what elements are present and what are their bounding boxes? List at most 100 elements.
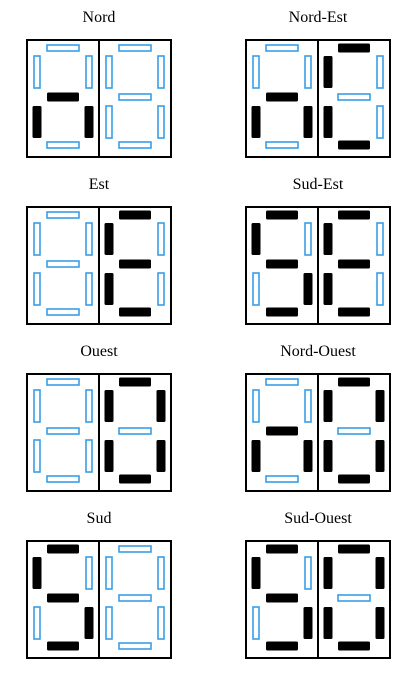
segment-top-right-off: [157, 222, 165, 256]
segment-top-left-off: [33, 389, 41, 423]
segment-middle-on: [119, 259, 151, 269]
segment-top-off: [46, 44, 80, 52]
seven-segment-digit: [323, 377, 385, 484]
panel-label: Sud-Est: [293, 176, 344, 193]
seven-segment-digit: [33, 211, 93, 316]
segment-bottom-left-on: [323, 273, 333, 305]
direction-panel: Sud-Ouest: [245, 510, 391, 659]
seven-segment-digit: [251, 44, 313, 149]
segment-bottom-off: [265, 141, 299, 149]
segment-top-right-off: [85, 389, 93, 423]
seven-segment-digit: [104, 377, 166, 484]
segment-top-left-on: [323, 56, 333, 88]
segment-bottom-on: [338, 474, 370, 484]
segment-top-left-on: [323, 223, 333, 255]
segment-bottom-on: [266, 641, 298, 651]
segment-bottom-off: [265, 475, 299, 483]
seven-segment-digit: [251, 378, 313, 483]
segment-bottom-right-off: [376, 272, 384, 306]
segment-bottom-on: [338, 140, 370, 150]
panel-label: Ouest: [80, 343, 118, 360]
segment-middle-on: [266, 426, 298, 436]
segment-top-on: [266, 544, 298, 554]
segment-bottom-right-off: [85, 439, 93, 473]
segment-bottom-left-off: [105, 606, 113, 640]
segment-top-on: [338, 377, 370, 387]
segment-top-on: [338, 210, 370, 220]
segment-bottom-left-off: [252, 606, 260, 640]
seven-segment-digit: [104, 210, 165, 317]
segment-middle-on: [47, 593, 79, 603]
segment-middle-on: [338, 259, 370, 269]
segment-top-on: [47, 544, 79, 554]
seven-segment-digit: [323, 544, 385, 651]
segment-bottom-right-off: [157, 105, 165, 139]
segment-bottom-right-on: [84, 607, 94, 639]
segment-top-off: [118, 545, 152, 553]
segment-bottom-right-on: [84, 106, 94, 138]
segment-top-right-off: [157, 556, 165, 590]
direction-panel: Nord-Ouest: [245, 343, 391, 492]
panel-label: Sud-Ouest: [284, 510, 352, 527]
segment-top-right-off: [85, 55, 93, 89]
segment-top-left-off: [33, 222, 41, 256]
direction-panel: Nord: [26, 9, 172, 158]
segment-bottom-left-off: [252, 272, 260, 306]
segment-top-right-on: [375, 557, 385, 589]
segment-top-on: [119, 377, 151, 387]
segment-middle-off: [118, 427, 152, 435]
segment-bottom-on: [338, 641, 370, 651]
segment-bottom-off: [118, 141, 152, 149]
segment-bottom-left-on: [323, 106, 333, 138]
segment-top-right-off: [376, 222, 384, 256]
segment-middle-off: [46, 427, 80, 435]
segment-bottom-left-off: [33, 606, 41, 640]
segment-top-right-on: [156, 390, 166, 422]
segment-bottom-right-off: [157, 606, 165, 640]
segment-bottom-right-off: [376, 105, 384, 139]
segment-bottom-on: [47, 641, 79, 651]
segment-middle-off: [118, 93, 152, 101]
segment-top-off: [265, 378, 299, 386]
segment-bottom-left-on: [104, 273, 114, 305]
segment-top-right-off: [85, 556, 93, 590]
segment-bottom-on: [119, 307, 151, 317]
segment-bottom-left-off: [105, 105, 113, 139]
segment-bottom-on: [338, 307, 370, 317]
direction-panel: Sud-Est: [245, 176, 391, 325]
panel-label: Est: [89, 176, 110, 193]
segment-bottom-off: [46, 475, 80, 483]
seven-segment-digit: [251, 544, 313, 651]
segment-bottom-right-on: [375, 440, 385, 472]
segment-bottom-left-on: [32, 106, 42, 138]
segment-bottom-left-on: [104, 440, 114, 472]
segment-bottom-off: [46, 308, 80, 316]
segment-bottom-off: [118, 642, 152, 650]
segment-top-left-on: [323, 557, 333, 589]
segment-bottom-right-on: [303, 440, 313, 472]
segment-bottom-left-on: [251, 440, 261, 472]
segment-top-right-off: [304, 55, 312, 89]
segment-top-off: [46, 378, 80, 386]
panel-label: Nord-Est: [289, 9, 348, 26]
segment-top-left-on: [104, 390, 114, 422]
seven-segment-digit: [33, 378, 93, 483]
segment-bottom-right-on: [156, 440, 166, 472]
segment-top-left-off: [105, 55, 113, 89]
segment-top-left-on: [251, 223, 261, 255]
segment-bottom-on: [266, 307, 298, 317]
panel-label: Nord: [83, 9, 116, 26]
seven-segment-digit: [323, 210, 384, 317]
segment-top-left-off: [252, 389, 260, 423]
segment-bottom-right-off: [157, 272, 165, 306]
direction-panel: Nord-Est: [245, 9, 391, 158]
segment-top-left-off: [105, 556, 113, 590]
segment-middle-on: [47, 92, 79, 102]
segment-top-right-off: [304, 389, 312, 423]
segment-bottom-right-on: [303, 607, 313, 639]
segment-bottom-off: [46, 141, 80, 149]
segment-top-left-off: [33, 55, 41, 89]
segment-middle-off: [337, 427, 371, 435]
segment-bottom-left-on: [323, 607, 333, 639]
direction-panel: Sud: [26, 510, 172, 659]
